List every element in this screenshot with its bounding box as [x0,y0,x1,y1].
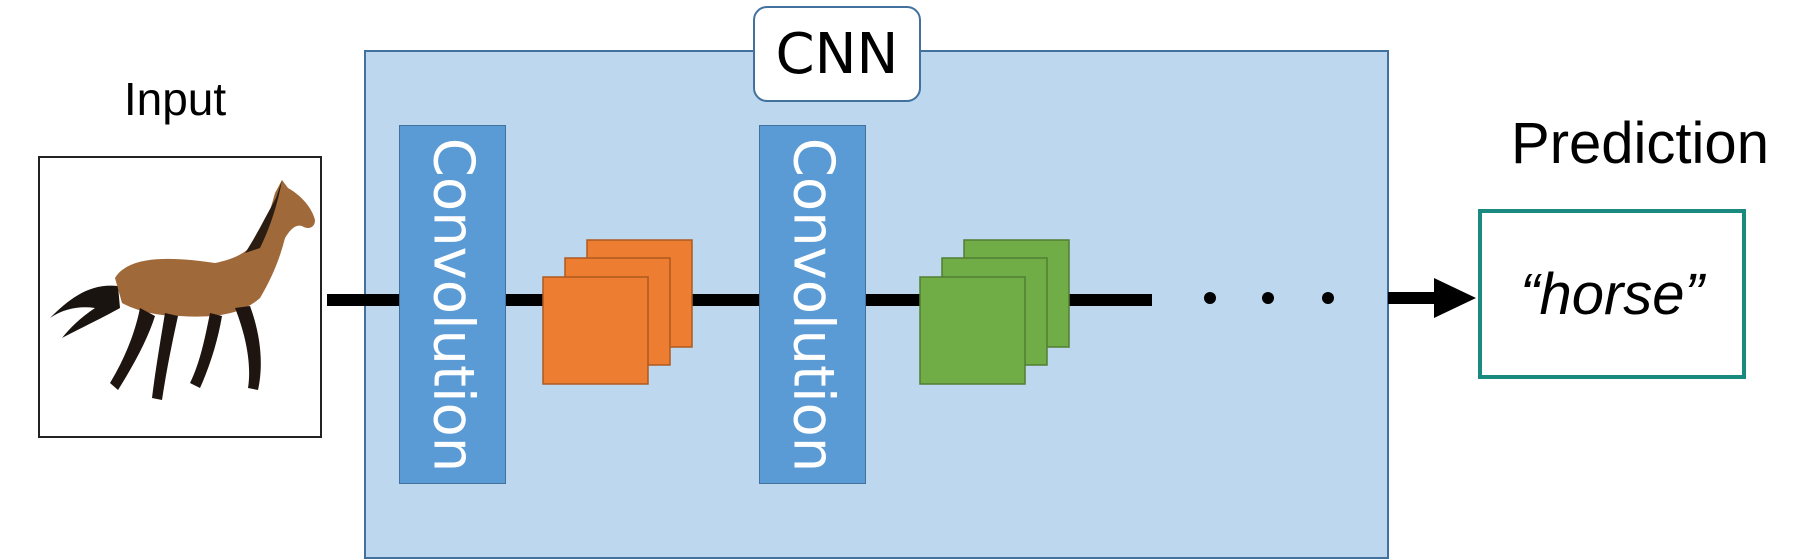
prediction-output-box: “horse” [1478,209,1746,379]
horse-image [38,156,322,438]
ellipsis-dot [1322,292,1334,304]
feature-maps-green [919,239,1070,385]
input-label: Input [123,73,227,125]
feature-maps-orange [542,239,693,385]
ellipsis-dot [1262,292,1274,304]
convolution-label: Convolution [420,137,485,472]
prediction-value: “horse” [1520,261,1704,327]
feature-map [542,276,649,385]
arrow-head-icon [1434,278,1476,318]
ellipsis-dot [1204,292,1216,304]
prediction-label: Prediction [1511,111,1769,176]
cnn-label: CNN [753,6,921,102]
feature-map [919,276,1026,385]
convolution-layer-1: Convolution [399,125,506,484]
convolution-layer-2: Convolution [759,125,866,484]
convolution-label: Convolution [780,137,845,472]
horse-icon [50,180,315,400]
